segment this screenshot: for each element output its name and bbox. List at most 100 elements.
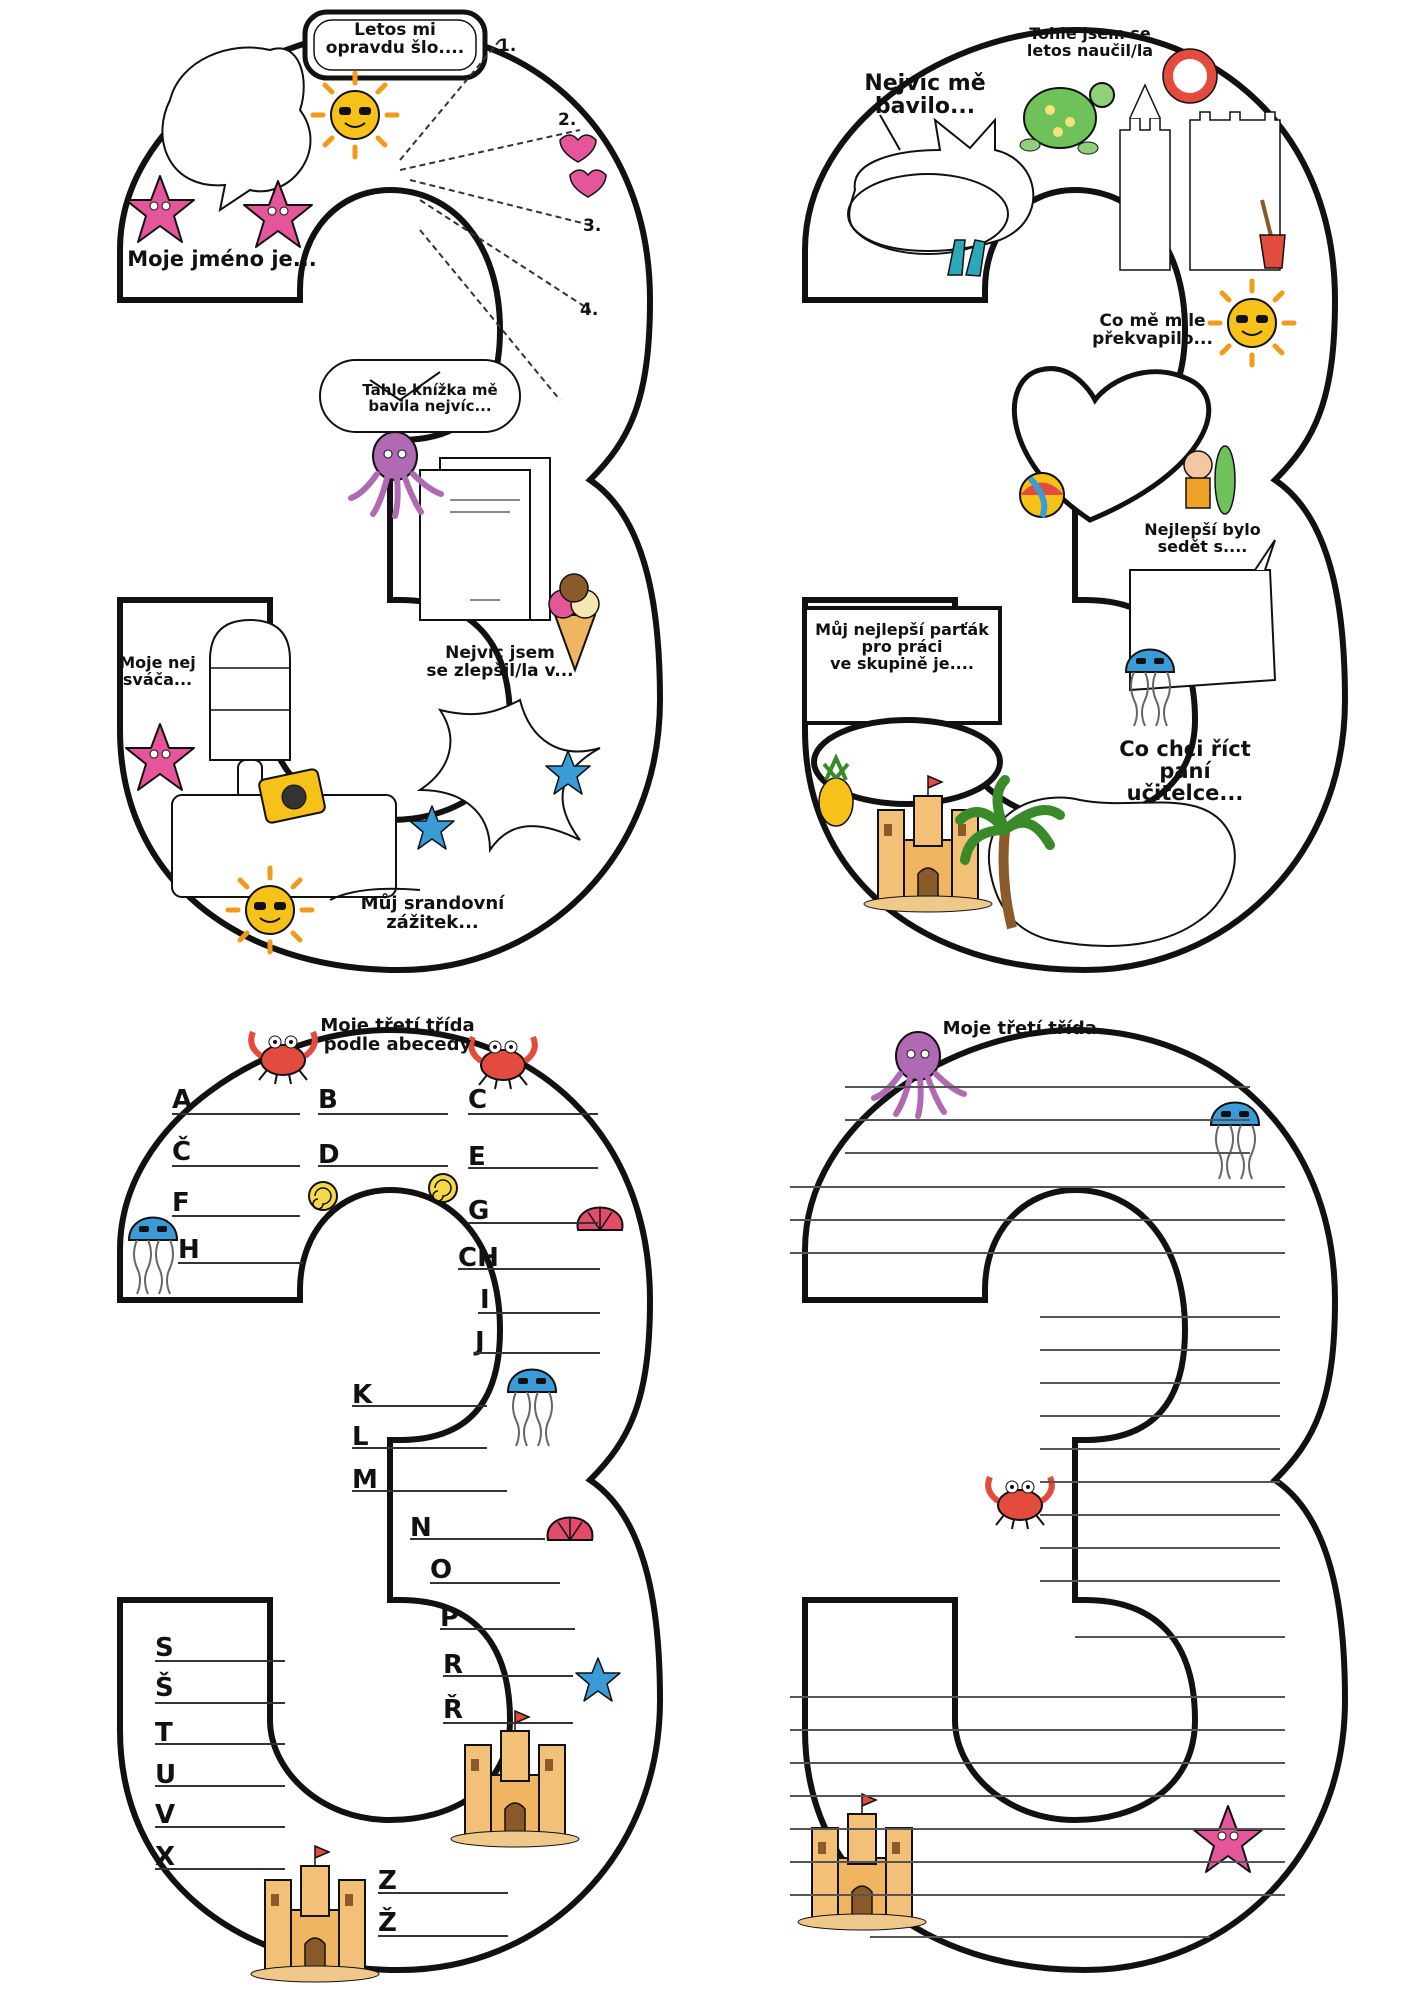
answer-line-p[interactable]	[440, 1628, 575, 1630]
panel-3	[120, 1030, 660, 1983]
turtle-icon	[1019, 82, 1115, 155]
answer-line-c-caron[interactable]	[172, 1165, 300, 1167]
answer-line-u[interactable]	[155, 1785, 285, 1787]
answer-line-r-caron[interactable]	[443, 1722, 573, 1724]
panel-1	[120, 9, 660, 970]
ucitelce-label: Co chci říct paní učitelce...	[1119, 737, 1251, 806]
heart-frame[interactable]	[1012, 366, 1212, 523]
answer-line-v[interactable]	[155, 1826, 285, 1828]
letter-p: P	[440, 1603, 460, 1633]
answer-line-r[interactable]	[443, 1675, 573, 1677]
ice-cream-icon	[548, 573, 600, 673]
answer-line-s[interactable]	[155, 1660, 285, 1662]
writing-lines-middle[interactable]	[1040, 1285, 1280, 1605]
answer-line-f[interactable]	[172, 1215, 300, 1217]
answer-line-s-caron[interactable]	[155, 1702, 285, 1704]
zazitek-label: Můj srandovní zážitek...	[360, 893, 505, 933]
answer-line-t[interactable]	[155, 1743, 285, 1745]
ball-icon	[1019, 472, 1065, 519]
letter-n: N	[410, 1513, 432, 1543]
answer-line-ch[interactable]	[458, 1268, 600, 1270]
letter-i: I	[480, 1285, 490, 1315]
panel-2	[805, 30, 1345, 970]
answer-line-k[interactable]	[352, 1405, 487, 1407]
answer-line-z[interactable]	[378, 1892, 508, 1894]
answer-line-d[interactable]	[318, 1165, 448, 1167]
letter-e: E	[468, 1142, 486, 1172]
snail-icon	[428, 1173, 458, 1203]
ray-number-1: 1.	[498, 36, 517, 56]
writing-lines-lower[interactable]	[1075, 1605, 1285, 1665]
letos-label: Letos mi opravdu šlo....	[325, 20, 465, 58]
letter-v: V	[155, 1800, 176, 1830]
ray-number-3: 3.	[583, 216, 602, 236]
pineapple-icon	[818, 753, 854, 827]
writing-lines-footer[interactable]	[870, 1905, 1210, 1965]
letter-r-caron: Ř	[443, 1695, 464, 1725]
speech-bubble[interactable]	[161, 46, 312, 213]
palm-tree-icon	[955, 775, 1065, 930]
answer-line-a[interactable]	[172, 1113, 300, 1115]
letter-a: A	[172, 1085, 193, 1115]
answer-line-m[interactable]	[352, 1490, 507, 1492]
partak-oval[interactable]	[811, 717, 1003, 807]
letter-f: F	[172, 1188, 190, 1218]
letter-s-caron: Š	[155, 1673, 174, 1703]
answer-line-l[interactable]	[352, 1447, 487, 1449]
trida-title: Moje třetí třída...	[942, 1018, 1118, 1039]
answer-line-b[interactable]	[318, 1113, 448, 1115]
letter-z-caron: Ž	[378, 1908, 397, 1938]
letter-c-caron: Č	[172, 1137, 192, 1167]
heart-glasses-icon	[559, 134, 607, 198]
answer-line-n[interactable]	[410, 1538, 545, 1540]
ray-number-4: 4.	[580, 300, 599, 320]
answer-line-h[interactable]	[178, 1262, 303, 1264]
sedet-label: Nejlepší bylo sedět s....	[1144, 520, 1261, 556]
answer-line-x[interactable]	[155, 1868, 285, 1870]
island-shape[interactable]	[987, 796, 1236, 947]
abeceda-title: Moje třetí třída podle abecedy	[320, 1015, 475, 1055]
zlepsil-label: Nejvíc jsem se zlepšil/la v...	[426, 643, 574, 681]
ray-lines	[399, 39, 591, 401]
letter-g: G	[468, 1196, 490, 1226]
letter-s: S	[155, 1633, 174, 1663]
answer-line-i[interactable]	[478, 1312, 600, 1314]
letter-b: B	[318, 1085, 338, 1115]
big-starfish-outline	[416, 698, 601, 854]
lifebuoy-icon	[1162, 48, 1218, 104]
castle-outline	[1119, 83, 1281, 271]
answer-line-g[interactable]	[468, 1222, 598, 1224]
letter-h: H	[178, 1235, 200, 1265]
bavilo-label: Nejvíc mě bavilo...	[864, 71, 986, 120]
answer-line-e[interactable]	[468, 1167, 598, 1169]
answer-line-c[interactable]	[468, 1113, 598, 1115]
letter-l: L	[352, 1422, 369, 1452]
book-icon	[419, 457, 551, 621]
partak-box	[803, 606, 1002, 725]
letter-t: T	[155, 1718, 173, 1748]
writing-lines-top[interactable]	[845, 1055, 1250, 1155]
snail-icon	[308, 1181, 338, 1211]
ray-number-2: 2.	[558, 110, 577, 130]
letter-r: R	[443, 1650, 464, 1680]
answer-line-z-caron[interactable]	[378, 1935, 508, 1937]
letter-u: U	[155, 1760, 177, 1790]
knizka-label: Tahle knížka mě bavila nejvíc...	[362, 381, 498, 415]
answer-line-o[interactable]	[430, 1582, 560, 1584]
boy-icon	[1183, 445, 1236, 515]
letter-d: D	[318, 1140, 340, 1170]
letter-c: C	[468, 1085, 488, 1115]
writing-lines-bottom[interactable]	[790, 1665, 1285, 1905]
camera-icon	[258, 768, 326, 824]
letter-k: K	[352, 1380, 373, 1410]
jmeno-label: Moje jméno je...	[127, 247, 317, 271]
answer-line-j[interactable]	[475, 1352, 600, 1354]
letter-o: O	[430, 1555, 453, 1585]
naucil-label: Tohle jsem se letos naučil/la	[1026, 24, 1154, 60]
spade-icon	[1259, 199, 1286, 269]
prekvapilo-label: Co mě mile překvapilo...	[1092, 311, 1213, 349]
partak-label: Můj nejlepší parťák pro práci ve skupině…	[815, 620, 989, 673]
writing-lines-upper[interactable]	[790, 1155, 1285, 1285]
flipflop-icon	[319, 359, 521, 433]
